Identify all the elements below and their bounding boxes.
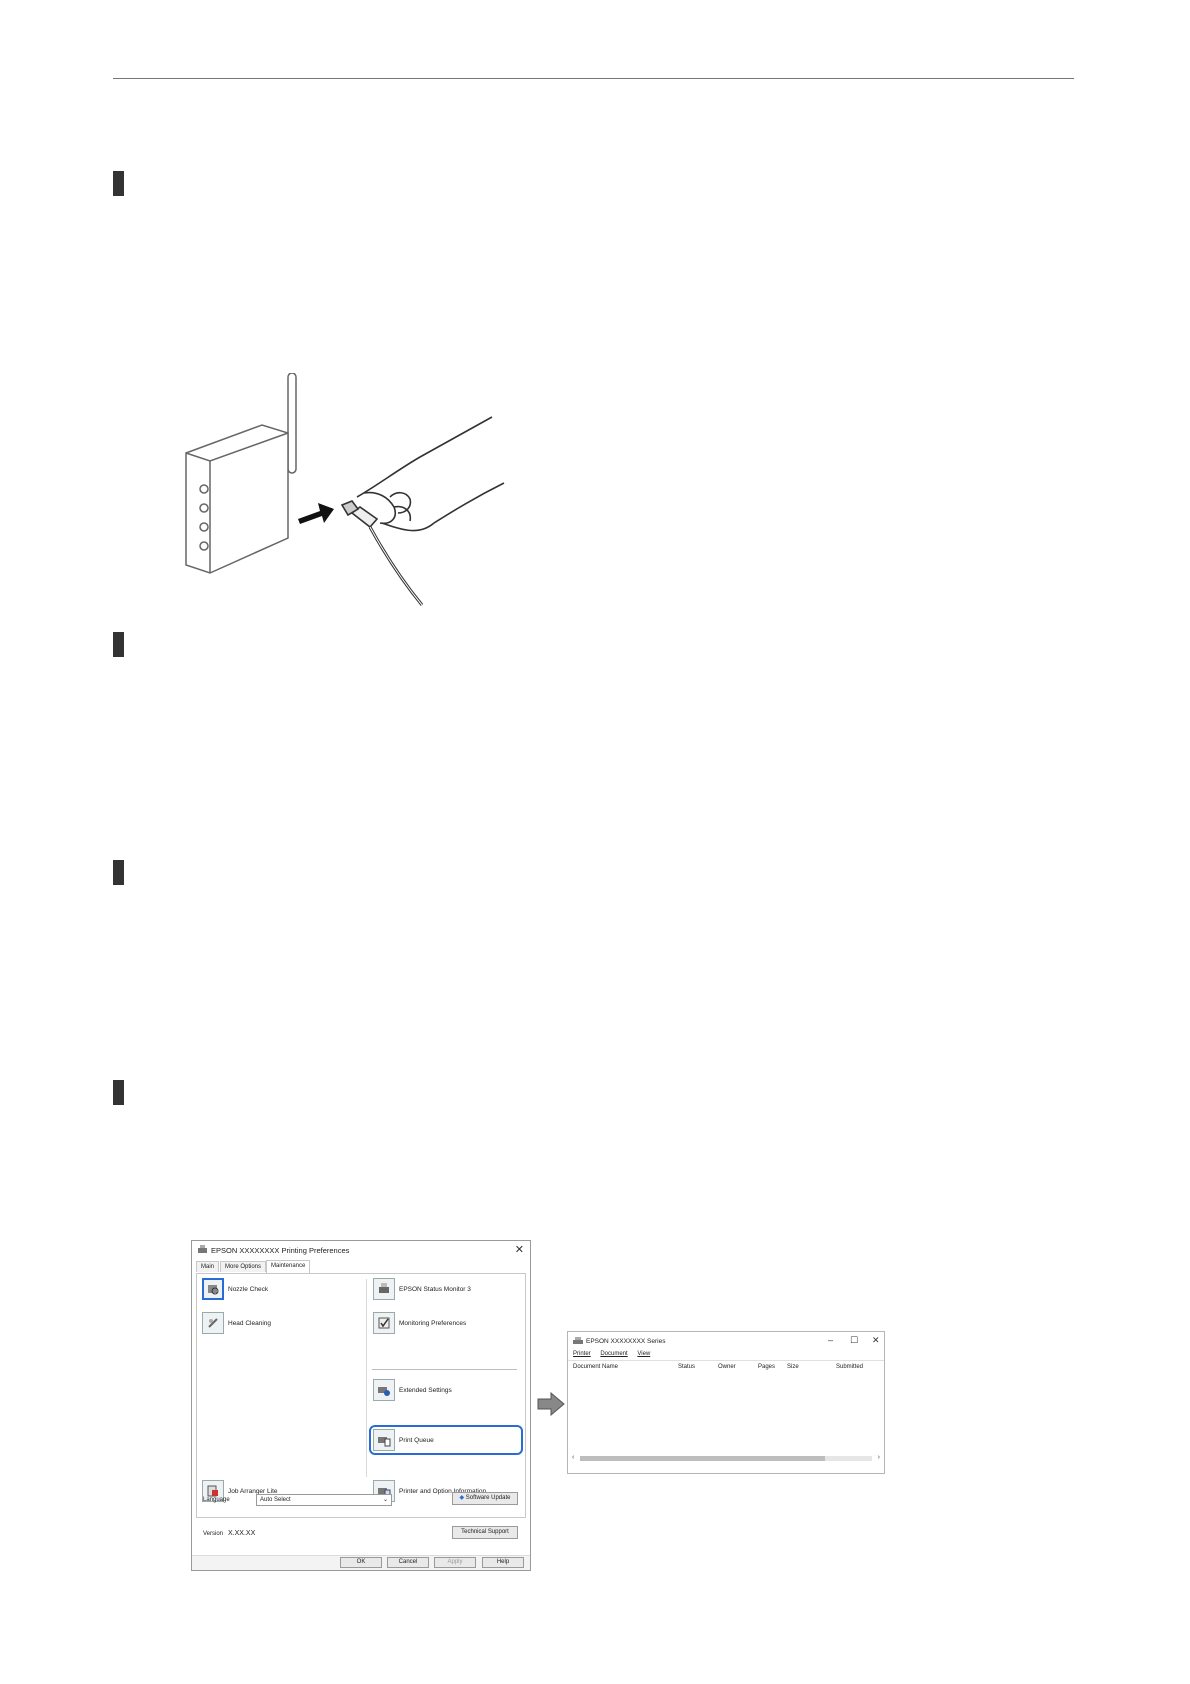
router-cable-illustration	[185, 373, 505, 606]
horizontal-scrollbar[interactable]: ‹ ›	[572, 1454, 880, 1463]
menu-divider	[568, 1360, 884, 1361]
ok-button[interactable]: OK	[340, 1557, 382, 1568]
shield-icon: ◆	[459, 1495, 465, 1501]
monitoring-preferences-label: Monitoring Preferences	[399, 1319, 467, 1327]
nozzle-check-item[interactable]: Nozzle Check	[202, 1277, 268, 1301]
menu-printer[interactable]: Printer	[573, 1351, 591, 1357]
tab-more-options[interactable]: More Options	[220, 1261, 267, 1272]
status-monitor-icon	[373, 1278, 395, 1300]
insert-arrow-icon	[298, 503, 334, 524]
step-marker-3	[113, 860, 124, 885]
job-arranger-lite-item[interactable]: Job Arranger Lite	[202, 1479, 278, 1503]
column-pages[interactable]: Pages	[758, 1364, 776, 1370]
minimize-icon[interactable]: –	[828, 1335, 834, 1345]
column-owner[interactable]: Owner	[718, 1364, 736, 1370]
window-title: EPSON XXXXXXXX Series	[586, 1338, 666, 1345]
menu-view[interactable]: View	[637, 1351, 651, 1357]
extended-settings-label: Extended Settings	[399, 1386, 452, 1394]
monitoring-preferences-icon	[373, 1312, 395, 1334]
menu-bar: Printer Document View	[573, 1351, 658, 1357]
step-marker-2	[113, 632, 124, 657]
language-select[interactable]: Auto Select ⌄	[256, 1494, 392, 1506]
printer-option-info-label: Printer and Option Information	[399, 1487, 487, 1495]
dialog-titlebar: EPSON XXXXXXXX Printing Preferences ✕	[192, 1241, 530, 1259]
print-queue-label: Print Queue	[399, 1436, 434, 1444]
job-arranger-lite-label: Job Arranger Lite	[228, 1487, 278, 1495]
column-size[interactable]: Size	[787, 1364, 799, 1370]
print-queue-item[interactable]: Print Queue	[373, 1428, 434, 1452]
tab-main[interactable]: Main	[196, 1261, 220, 1272]
step-marker-4	[113, 1080, 124, 1105]
cancel-button[interactable]: Cancel	[387, 1557, 429, 1568]
apply-button[interactable]: Apply	[434, 1557, 476, 1568]
head-cleaning-item[interactable]: Head Cleaning	[202, 1311, 271, 1335]
extended-settings-icon	[373, 1379, 395, 1401]
software-update-button[interactable]: ◆ Software Update	[452, 1492, 518, 1505]
flow-arrow-icon	[537, 1392, 565, 1416]
scroll-right-icon[interactable]: ›	[877, 1454, 880, 1461]
help-button[interactable]: Help	[482, 1557, 524, 1568]
version-label: Version	[203, 1531, 224, 1537]
step-marker-1	[113, 171, 124, 196]
column-document-name[interactable]: Document Name	[573, 1364, 619, 1370]
chevron-down-icon: ⌄	[382, 1497, 388, 1503]
scroll-left-icon[interactable]: ‹	[572, 1454, 575, 1461]
section-divider	[372, 1369, 517, 1370]
monitoring-preferences-item[interactable]: Monitoring Preferences	[373, 1311, 466, 1335]
nozzle-check-icon	[202, 1278, 224, 1300]
column-submitted[interactable]: Submitted	[836, 1364, 864, 1370]
nozzle-check-label: Nozzle Check	[228, 1285, 269, 1293]
head-cleaning-icon	[202, 1312, 224, 1334]
column-status[interactable]: Status	[678, 1364, 696, 1370]
close-icon[interactable]: ✕	[514, 1244, 524, 1256]
extended-settings-item[interactable]: Extended Settings	[373, 1378, 452, 1402]
scroll-thumb[interactable]	[580, 1456, 825, 1461]
close-icon[interactable]: ✕	[872, 1335, 880, 1345]
job-arranger-icon	[202, 1480, 224, 1502]
status-monitor-label: EPSON Status Monitor 3	[399, 1285, 471, 1293]
technical-support-button[interactable]: Technical Support	[452, 1526, 518, 1539]
printer-icon	[198, 1245, 207, 1253]
column-divider	[366, 1279, 367, 1477]
dialog-title: EPSON XXXXXXXX Printing Preferences	[211, 1246, 350, 1255]
menu-document[interactable]: Document	[600, 1351, 628, 1357]
software-update-label: Software Update	[465, 1495, 511, 1501]
printer-icon	[573, 1337, 583, 1344]
maintenance-panel: Nozzle Check Head Cleaning Job Arranger …	[196, 1273, 526, 1518]
printing-preferences-dialog: EPSON XXXXXXXX Printing Preferences ✕ Ma…	[191, 1240, 531, 1571]
header-rule	[113, 78, 1074, 79]
status-monitor-item[interactable]: EPSON Status Monitor 3	[373, 1277, 471, 1301]
tab-maintenance[interactable]: Maintenance	[266, 1260, 311, 1273]
maximize-icon[interactable]: ☐	[850, 1335, 859, 1345]
head-cleaning-label: Head Cleaning	[228, 1319, 272, 1327]
print-queue-icon	[373, 1429, 395, 1451]
language-label: Language	[203, 1497, 230, 1503]
print-queue-highlight	[369, 1425, 523, 1455]
language-value: Auto Select	[260, 1497, 291, 1503]
print-queue-window: EPSON XXXXXXXX Series – ☐ ✕ Printer Docu…	[567, 1331, 885, 1474]
version-value: X.XX.XX	[228, 1530, 256, 1537]
